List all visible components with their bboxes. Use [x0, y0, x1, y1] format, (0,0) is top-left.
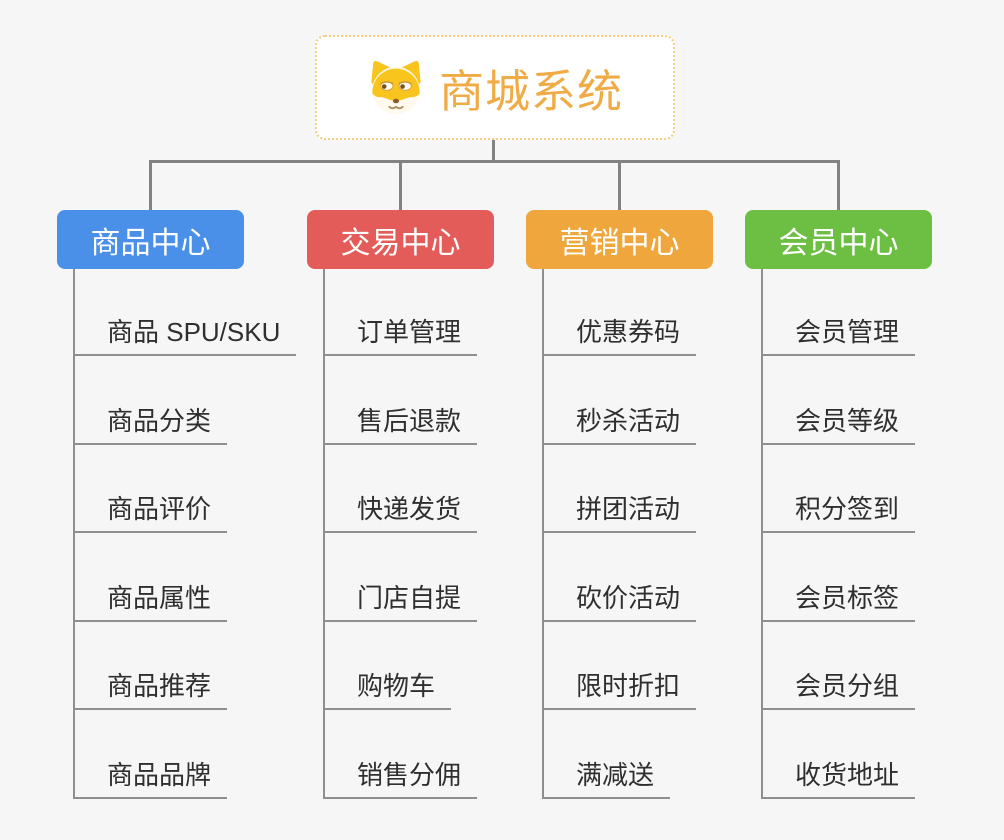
leaf-node[interactable]: 优惠券码: [544, 312, 697, 356]
leaf-node[interactable]: 商品推荐: [75, 666, 228, 711]
connector-stub-trade: [399, 160, 402, 210]
connector-stub-marketing: [618, 160, 621, 210]
leaf-node[interactable]: 售后退款: [325, 401, 478, 445]
branch-items: 会员管理 会员等级 积分签到 会员标签 会员分组 收货地址: [761, 269, 932, 799]
leaf-node[interactable]: 商品品牌: [75, 755, 228, 799]
branch-label: 商品中心: [90, 226, 211, 260]
connector-root-stem: [492, 140, 495, 162]
leaf-node[interactable]: 商品属性: [75, 578, 228, 622]
leaf-node[interactable]: 购物车: [325, 666, 452, 711]
leaf-node[interactable]: 商品 SPU/SKU: [75, 312, 297, 356]
leaf-node[interactable]: 收货地址: [763, 755, 916, 799]
leaf-node[interactable]: 限时折扣: [544, 666, 697, 711]
leaf-node[interactable]: 商品评价: [75, 489, 228, 534]
branch-node-trade-center[interactable]: 交易中心: [307, 210, 494, 269]
leaf-node[interactable]: 秒杀活动: [544, 401, 697, 445]
leaf-node[interactable]: 会员等级: [763, 401, 916, 445]
leaf-node[interactable]: 销售分佣: [325, 755, 478, 799]
root-node[interactable]: 商城系统: [315, 35, 675, 140]
leaf-node[interactable]: 会员标签: [763, 578, 916, 622]
leaf-node[interactable]: 快递发货: [325, 489, 478, 534]
branch-member-center: 会员中心 会员管理 会员等级 积分签到 会员标签 会员分组 收货地址: [745, 210, 932, 799]
leaf-node[interactable]: 积分签到: [763, 489, 916, 534]
branch-label: 营销中心: [559, 226, 680, 260]
branch-node-product-center[interactable]: 商品中心: [57, 210, 244, 269]
leaf-node[interactable]: 满减送: [544, 755, 671, 799]
branch-items: 订单管理 售后退款 快递发货 门店自提 购物车 销售分佣: [323, 269, 494, 799]
connector-stub-member: [837, 160, 840, 210]
leaf-node[interactable]: 商品分类: [75, 401, 228, 445]
shiba-dog-icon: [371, 60, 421, 115]
branch-label: 交易中心: [340, 226, 461, 260]
branch-node-member-center[interactable]: 会员中心: [745, 210, 932, 269]
branch-trade-center: 交易中心 订单管理 售后退款 快递发货 门店自提 购物车 销售分佣: [307, 210, 494, 799]
branch-items: 优惠券码 秒杀活动 拼团活动 砍价活动 限时折扣 满减送: [542, 269, 713, 799]
branch-label: 会员中心: [778, 226, 899, 260]
leaf-node[interactable]: 拼团活动: [544, 489, 697, 534]
connector-stub-product: [149, 160, 152, 210]
leaf-node[interactable]: 订单管理: [325, 312, 478, 356]
branch-product-center: 商品中心 商品 SPU/SKU 商品分类 商品评价 商品属性 商品推荐 商品品牌: [57, 210, 297, 799]
leaf-node[interactable]: 砍价活动: [544, 578, 697, 622]
branch-items: 商品 SPU/SKU 商品分类 商品评价 商品属性 商品推荐 商品品牌: [73, 269, 297, 799]
branch-node-marketing-center[interactable]: 营销中心: [526, 210, 713, 269]
leaf-node[interactable]: 门店自提: [325, 578, 478, 622]
connector-rail: [149, 160, 840, 163]
branch-marketing-center: 营销中心 优惠券码 秒杀活动 拼团活动 砍价活动 限时折扣 满减送: [526, 210, 713, 799]
leaf-node[interactable]: 会员管理: [763, 312, 916, 356]
root-title: 商城系统: [438, 66, 623, 117]
leaf-node[interactable]: 会员分组: [763, 666, 916, 711]
